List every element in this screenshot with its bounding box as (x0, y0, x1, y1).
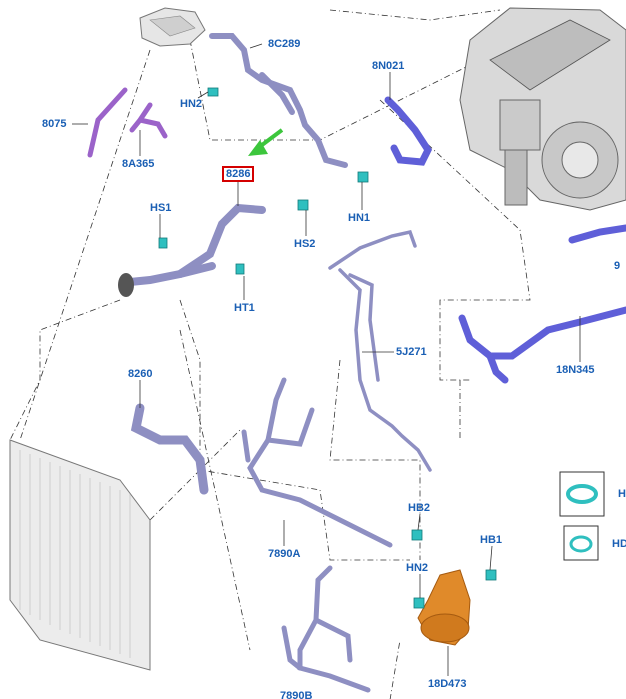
clip-HS2[interactable] (297, 199, 309, 211)
key-spring-clip (563, 525, 599, 561)
callout-8C289[interactable]: 8C289 (268, 38, 301, 50)
callout-HS1[interactable]: HS1 (150, 202, 172, 214)
callout-HN2-top[interactable]: HN2 (180, 98, 203, 110)
clip-HN2-bottom[interactable] (413, 597, 425, 609)
hose-end-fitting (118, 273, 134, 297)
callout-8286-highlighted[interactable]: 8286 (222, 166, 255, 182)
callout-8075[interactable]: 8075 (42, 118, 67, 130)
callout-HT1[interactable]: HT1 (234, 302, 255, 314)
callout-HN2-bottom[interactable]: HN2 (406, 562, 429, 574)
hose-8286[interactable] (126, 203, 266, 286)
callout-18N345[interactable]: 18N345 (556, 364, 595, 376)
coolant-reservoir (139, 7, 206, 47)
callout-HN1[interactable]: HN1 (348, 212, 371, 224)
clip-HN2-top[interactable] (207, 87, 219, 97)
clip-HS1[interactable] (158, 237, 168, 249)
callout-HB1[interactable]: HB1 (480, 534, 503, 546)
radiator (9, 439, 151, 671)
callout-18D473[interactable]: 18D473 (428, 678, 467, 690)
hose-8A365[interactable] (129, 102, 168, 139)
clip-HT1[interactable] (235, 263, 245, 275)
callout-7890B[interactable]: 7890B (280, 690, 313, 699)
hose-8260[interactable] (130, 403, 209, 495)
hose-8C289[interactable] (209, 33, 348, 168)
hose-18N345[interactable] (458, 224, 626, 384)
clip-HB1[interactable] (485, 569, 497, 581)
green-pointer-arrow (248, 128, 284, 156)
callout-HB2[interactable]: HB2 (408, 502, 431, 514)
pipe-5J271[interactable] (328, 229, 432, 472)
hose-7890B[interactable] (281, 565, 371, 693)
callout-8N021[interactable]: 8N021 (372, 60, 405, 72)
clip-HN1[interactable] (357, 171, 369, 183)
key-hose-clamp (559, 471, 605, 517)
key-label-hose-clamp[interactable]: H (618, 488, 626, 500)
key-label-spring-clip[interactable]: HD (612, 538, 626, 550)
hose-8N021[interactable] (384, 96, 433, 166)
callout-7890A[interactable]: 7890A (268, 548, 301, 560)
water-pump[interactable] (417, 569, 471, 646)
callout-8A365[interactable]: 8A365 (122, 158, 155, 170)
clip-HB2[interactable] (411, 529, 423, 541)
engine-block (459, 7, 626, 211)
callout-right-edge-9[interactable]: 9 (614, 260, 621, 272)
callout-5J271[interactable]: 5J271 (396, 346, 427, 358)
callout-HS2[interactable]: HS2 (294, 238, 316, 250)
callout-8260[interactable]: 8260 (128, 368, 153, 380)
hose-7890A[interactable] (241, 377, 393, 548)
hose-8075[interactable] (87, 87, 128, 158)
